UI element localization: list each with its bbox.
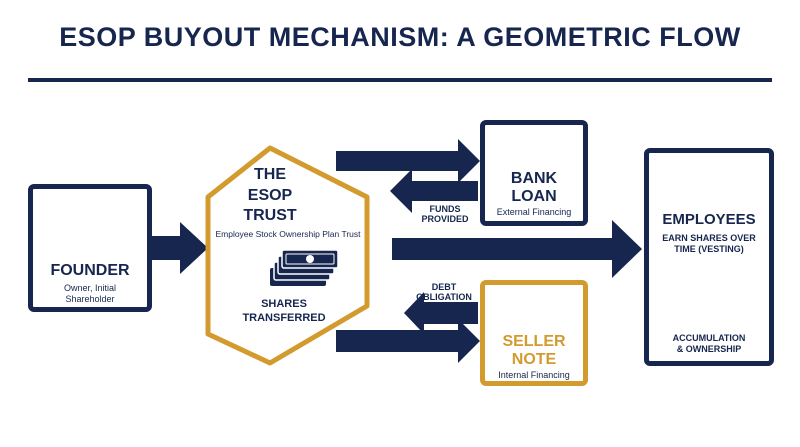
shares-label-line2: TRANSFERRED	[242, 312, 326, 324]
founder-label: FOUNDER	[50, 262, 130, 279]
bank-title-line2: LOAN	[511, 188, 557, 205]
trust-title-line1: THE	[254, 166, 286, 183]
debt-obligation-line2: OBLIGATION	[416, 292, 472, 302]
arrow-trust-to-bank	[336, 139, 480, 183]
title-divider	[28, 78, 772, 82]
bank-sub: External Financing	[496, 207, 572, 217]
debt-obligation-line1: DEBT	[431, 282, 457, 292]
arrow-founder-to-trust	[150, 222, 208, 274]
employees-footer-line2: & OWNERSHIP	[676, 344, 742, 354]
employees-sub-line2: TIME (VESTING)	[674, 244, 744, 254]
arrow-bank-to-trust	[390, 169, 478, 213]
arrow-trust-to-seller	[336, 319, 480, 363]
trust-title-line2: ESOP	[247, 187, 293, 204]
employees-box	[644, 148, 774, 366]
seller-sub: Internal Financing	[498, 370, 570, 380]
founder-sub-line1: Owner, Initial	[63, 283, 117, 293]
founder-box	[28, 184, 152, 312]
seller-title-line2: NOTE	[511, 351, 557, 368]
founder-sub-line2: Shareholder	[65, 294, 115, 304]
bank-loan-box	[480, 120, 588, 226]
bank-title-line1: BANK	[510, 170, 558, 187]
page-title: ESOP BUYOUT MECHANISM: A GEOMETRIC FLOW	[59, 22, 741, 52]
funds-provided-line1: FUNDS	[429, 204, 461, 214]
employees-title: EMPLOYEES	[662, 211, 756, 228]
arrow-trust-to-employees	[392, 220, 642, 278]
employees-footer-line1: ACCUMULATION	[672, 333, 746, 343]
employees-sub-line1: EARN SHARES OVER	[662, 233, 756, 243]
trust-subtitle: Employee Stock Ownership Plan Trust	[215, 229, 361, 239]
seller-note-box	[480, 280, 588, 386]
seller-title-line1: SELLER	[502, 333, 566, 350]
funds-provided-line2: PROVIDED	[421, 214, 469, 224]
shares-label-line1: SHARES	[261, 298, 307, 310]
trust-title-line3: TRUST	[243, 207, 297, 224]
money-stack-icon	[270, 249, 339, 286]
